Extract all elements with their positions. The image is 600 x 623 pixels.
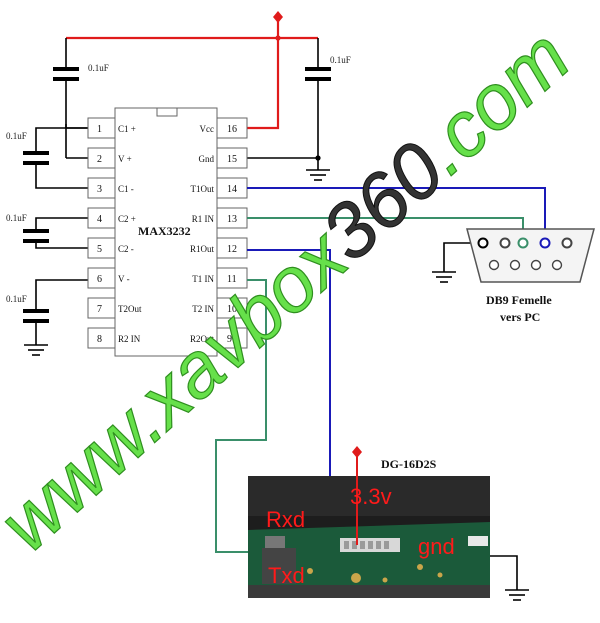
ic-pin-5: 5 C2 - [87,237,134,259]
ic-left-pins: 1 C1 + 2 V + 3 C1 - 4 C2 + 5 C2 - 6 V - 7 T2Out 8 R2 IN [87,117,142,349]
ic-pin-label: C1 + [118,124,136,134]
db9-pin [517,237,529,249]
ic-pin-label: V + [118,154,132,164]
ic-pin-3: 3 C1 - [87,177,134,199]
ic-pin-number: 2 [97,154,102,165]
ic-pin-label: R2 IN [118,334,141,344]
db9-pin [499,237,511,249]
cap-label-top-left: 0.1uF [88,63,109,73]
ic-pin-11: 11 T1 IN [192,267,248,289]
ic-pin-label: T1Out [191,184,215,194]
ic-pin-number: 3 [97,184,102,195]
ic-pin-6: 6 V - [87,267,130,289]
ic-pin-number: 9 [227,334,232,345]
ic-pin-number: 7 [97,304,102,315]
ic-right-pins: 16 Vcc 15 Gnd 14 T1Out 13 R1 IN 12 R1Out 11 T1 IN 10… [190,117,248,349]
module-photo [248,476,490,598]
cap-label-top-right: 0.1uF [330,55,351,65]
ic-pin-number: 11 [227,274,237,285]
ground-symbol [432,271,456,283]
ic-pin-number: 13 [227,214,237,225]
ic-pin-label: Gnd [199,154,215,164]
ic-pin-7: 7 T2Out [87,297,142,319]
capacitor-symbol [23,309,49,323]
module-label-txd: Txd [268,563,305,588]
ic-pin-number: 12 [227,244,237,255]
ic-pin-number: 15 [227,154,237,165]
module-vcc-wire [352,446,362,545]
db9-pin [561,237,573,249]
db9-pin [488,259,500,271]
ic-pin-number: 16 [227,124,237,135]
vcc-terminal-top [273,11,283,41]
db9-label-line2: vers PC [500,310,540,324]
capacitor-symbol [53,67,79,81]
ic-pin-number: 8 [97,334,102,345]
db9-label-line1: DB9 Femelle [486,293,552,307]
ic-pin-label: C2 - [118,244,134,254]
cap-label-vminus: 0.1uF [6,294,27,304]
db9-pin [477,237,489,249]
max3232-ic [114,107,218,357]
ic-pin-4: 4 C2 + [87,207,136,229]
ground-symbol [505,589,529,601]
ic-pin-12: 12 R1Out [190,237,248,259]
ic-name: MAX3232 [138,224,191,238]
ic-pin-15: 15 Gnd [199,147,248,169]
ic-pin-number: 1 [97,124,102,135]
module-label-3v3: 3.3v [350,484,392,509]
ic-pin-number: 4 [97,214,102,225]
ic-pin-label: T2 IN [192,304,214,314]
ic-pin-number: 14 [227,184,237,195]
gnd-junction-dot [315,155,321,161]
db9-pin [530,259,542,271]
ic-pin-9: 9 R2Out [190,327,248,349]
ground-symbol [306,169,330,181]
ic-pin-number: 5 [97,244,102,255]
ic-pin-label: Vcc [200,124,215,134]
ic-pin-1: 1 C1 + [87,117,136,139]
cap-label-c1: 0.1uF [6,131,27,141]
ic-pin-number: 6 [97,274,102,285]
db9-connector [466,228,595,283]
ic-pin-label: C1 - [118,184,134,194]
ground-symbol [24,344,48,356]
db9-pin [539,237,551,249]
ic-pin-10: 10 T2 IN [192,297,248,319]
db9-pin [509,259,521,271]
capacitor-symbol [305,67,331,81]
ic-pin-label: R1 IN [192,214,215,224]
ic-pin-16: 16 Vcc [200,117,248,139]
module-name: DG-16D2S [381,457,437,471]
capacitor-symbol [23,151,49,165]
db9-pin [551,259,563,271]
ic-pin-label: T1 IN [192,274,214,284]
ic-pin-label: C2 + [118,214,136,224]
capacitor-symbol [23,229,49,243]
ic-pin-2: 2 V + [87,147,132,169]
ic-pin-label: R2Out [190,334,215,344]
ic-pin-label: R1Out [190,244,215,254]
ic-pin-label: V - [118,274,130,284]
ic-pin-label: T2Out [118,304,142,314]
tx-wire [247,187,546,545]
module-label-rxd: Rxd [266,507,305,532]
module-label-gnd: gnd [418,534,455,559]
cap-label-c2: 0.1uF [6,213,27,223]
ic-pin-8: 8 R2 IN [87,327,141,349]
ic-pin-number: 10 [227,304,237,315]
